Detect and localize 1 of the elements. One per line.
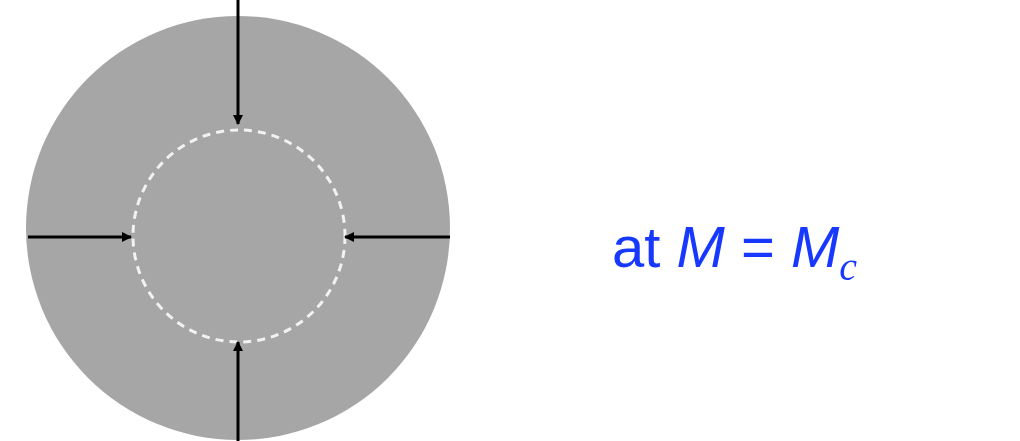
condition-label: at M = M$_{c}$	[612, 218, 858, 287]
